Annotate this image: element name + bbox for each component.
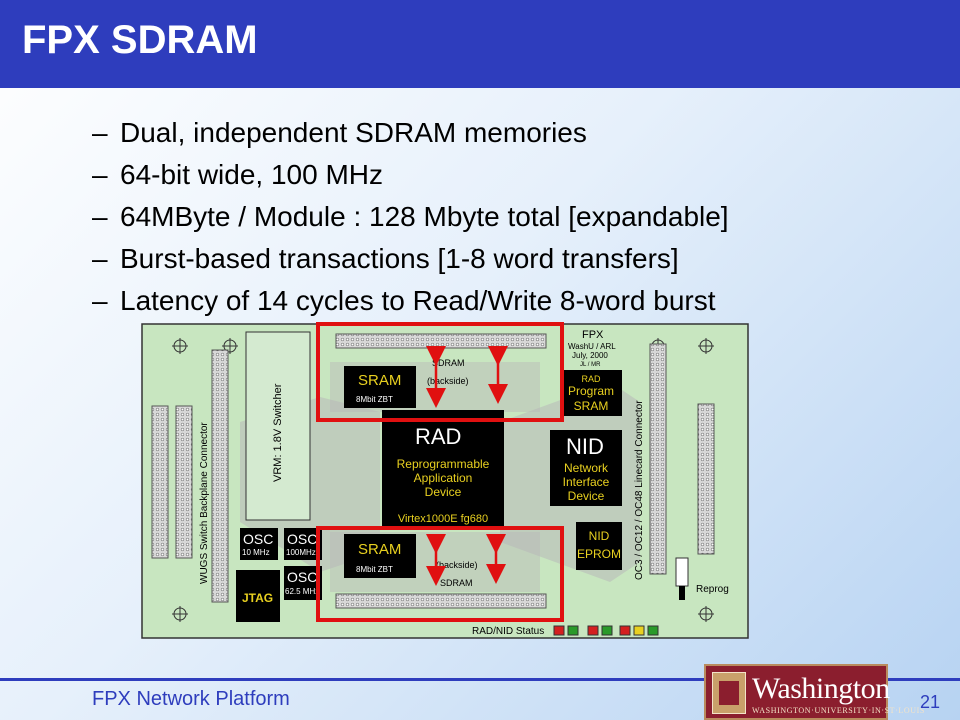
pin-header bbox=[151, 405, 169, 559]
logo-wordmark: Washington bbox=[752, 672, 890, 705]
status-led bbox=[553, 625, 565, 636]
rad-prog-line2: Program bbox=[568, 384, 614, 398]
linecard-connector bbox=[649, 343, 667, 575]
sdram-top-label: SDRAM bbox=[432, 358, 465, 368]
bullet-text: Latency of 14 cycles to Read/Write 8-wor… bbox=[120, 285, 716, 316]
bullet-item: –Latency of 14 cycles to Read/Write 8-wo… bbox=[92, 280, 729, 322]
sram-bottom-label: SRAM bbox=[358, 541, 401, 558]
bullet-list: –Dual, independent SDRAM memories –64-bi… bbox=[92, 112, 729, 322]
jtag-label: JTAG bbox=[242, 591, 273, 605]
title-bar: FPX SDRAM bbox=[0, 0, 960, 88]
rad-chip bbox=[382, 410, 504, 528]
nid-chip bbox=[550, 430, 622, 506]
status-led bbox=[647, 625, 659, 636]
rad-program-sram bbox=[560, 370, 622, 416]
rad-prog-line1: RAD bbox=[581, 374, 601, 384]
logo-subtitle: WASHINGTON·UNIVERSITY·IN·ST·LOUIS bbox=[752, 706, 925, 715]
nid-line3: Device bbox=[568, 489, 605, 503]
board-svg: WUGS Switch Backplane Connector VRM: 1.8… bbox=[141, 322, 749, 639]
rad-line2: Application bbox=[414, 471, 473, 485]
nid-line1: Network bbox=[564, 461, 609, 475]
osc-62mhz-label: OSC bbox=[287, 569, 317, 585]
vrm-block bbox=[245, 331, 311, 521]
bullet-marker: – bbox=[92, 243, 108, 274]
sram-bottom-sub: 8Mbit ZBT bbox=[356, 565, 393, 574]
pin-header bbox=[175, 405, 193, 559]
osc-100mhz bbox=[284, 528, 322, 560]
mounting-hole-icon bbox=[222, 338, 238, 354]
osc-62mhz-sub: 62.5 MHz bbox=[285, 587, 319, 596]
osc-10mhz-label: OSC bbox=[243, 531, 273, 547]
rad-title: RAD bbox=[415, 424, 461, 449]
bullet-marker: – bbox=[92, 285, 108, 316]
osc-100mhz-label: OSC bbox=[287, 531, 317, 547]
footer-text: FPX Network Platform bbox=[92, 688, 290, 710]
bullet-item: –64MByte / Module : 128 Mbyte total [exp… bbox=[92, 196, 729, 238]
page-number: 21 bbox=[920, 692, 941, 712]
washington-logo: Washington WASHINGTON·UNIVERSITY·IN·ST·L… bbox=[704, 664, 924, 720]
status-led bbox=[633, 625, 645, 636]
mounting-hole-icon bbox=[172, 338, 188, 354]
status-led bbox=[619, 625, 631, 636]
status-led bbox=[601, 625, 613, 636]
nid-eprom bbox=[576, 522, 622, 570]
osc-62mhz bbox=[284, 566, 322, 600]
rad-line3: Device bbox=[425, 485, 462, 499]
bullet-marker: – bbox=[92, 117, 108, 148]
status-led bbox=[567, 625, 579, 636]
status-label: RAD/NID Status bbox=[472, 626, 544, 637]
backplane-connector bbox=[211, 349, 229, 603]
university-seal-icon bbox=[712, 672, 746, 714]
reprog-switch-base bbox=[679, 586, 685, 600]
reprog-label: Reprog bbox=[696, 584, 729, 595]
fpx-sub1: WashU / ARL bbox=[568, 342, 616, 351]
mounting-hole-icon bbox=[172, 606, 188, 622]
sram-top-label: SRAM bbox=[358, 372, 401, 389]
fpx-sub3: JL / MR bbox=[580, 362, 601, 368]
rad-part: Virtex1000E fg680 bbox=[398, 513, 488, 525]
bullet-text: 64MByte / Module : 128 Mbyte total [expa… bbox=[120, 201, 729, 232]
backplane-label: WUGS Switch Backplane Connector bbox=[199, 422, 210, 584]
slide-title: FPX SDRAM bbox=[22, 18, 258, 62]
nid-line2: Interface bbox=[563, 475, 610, 489]
nid-eprom-line1: NID bbox=[589, 529, 610, 543]
bullet-text: Dual, independent SDRAM memories bbox=[120, 117, 587, 148]
sdram-bottom-label: SDRAM bbox=[440, 578, 473, 588]
sdram-bottom-connector bbox=[335, 593, 547, 609]
reprog-switch bbox=[675, 557, 689, 587]
bullet-text: Burst-based transactions [1-8 word trans… bbox=[120, 243, 679, 274]
bullet-text: 64-bit wide, 100 MHz bbox=[120, 159, 384, 190]
pin-header bbox=[697, 403, 715, 555]
bullet-item: –Dual, independent SDRAM memories bbox=[92, 112, 729, 154]
sdram-top-highlight bbox=[316, 322, 564, 422]
bullet-marker: – bbox=[92, 159, 108, 190]
backside-top-label: (backside) bbox=[427, 376, 469, 386]
sram-top bbox=[344, 366, 416, 408]
osc-10mhz-sub: 10 MHz bbox=[242, 548, 270, 557]
sdram-bottom-highlight bbox=[316, 526, 564, 622]
bullet-marker: – bbox=[92, 201, 108, 232]
jtag-block bbox=[236, 570, 280, 622]
status-led bbox=[587, 625, 599, 636]
fpx-label: FPX bbox=[582, 329, 604, 341]
nid-title: NID bbox=[566, 434, 604, 459]
fpx-sub2: July, 2000 bbox=[572, 351, 608, 360]
rad-line1: Reprogrammable bbox=[397, 457, 490, 471]
mounting-hole-icon bbox=[698, 606, 714, 622]
fpx-board-diagram: WUGS Switch Backplane Connector VRM: 1.8… bbox=[140, 322, 752, 642]
sram-bottom bbox=[344, 534, 416, 578]
bullet-item: –64-bit wide, 100 MHz bbox=[92, 154, 729, 196]
backside-bottom-label: (backside) bbox=[436, 560, 478, 570]
linecard-label: OC3 / OC12 / OC48 Linecard Connector bbox=[634, 400, 645, 580]
sdram-top-connector bbox=[335, 333, 547, 349]
sram-top-sub: 8Mbit ZBT bbox=[356, 395, 393, 404]
footer-divider bbox=[0, 678, 960, 681]
vrm-label: VRM: 1.8V Switcher bbox=[272, 383, 284, 482]
nid-eprom-line2: EPROM bbox=[577, 547, 621, 561]
mounting-hole-icon bbox=[698, 338, 714, 354]
osc-100mhz-sub: 100MHz bbox=[286, 548, 316, 557]
bullet-item: –Burst-based transactions [1-8 word tran… bbox=[92, 238, 729, 280]
rad-prog-line3: SRAM bbox=[574, 399, 609, 413]
osc-10mhz bbox=[240, 528, 278, 560]
